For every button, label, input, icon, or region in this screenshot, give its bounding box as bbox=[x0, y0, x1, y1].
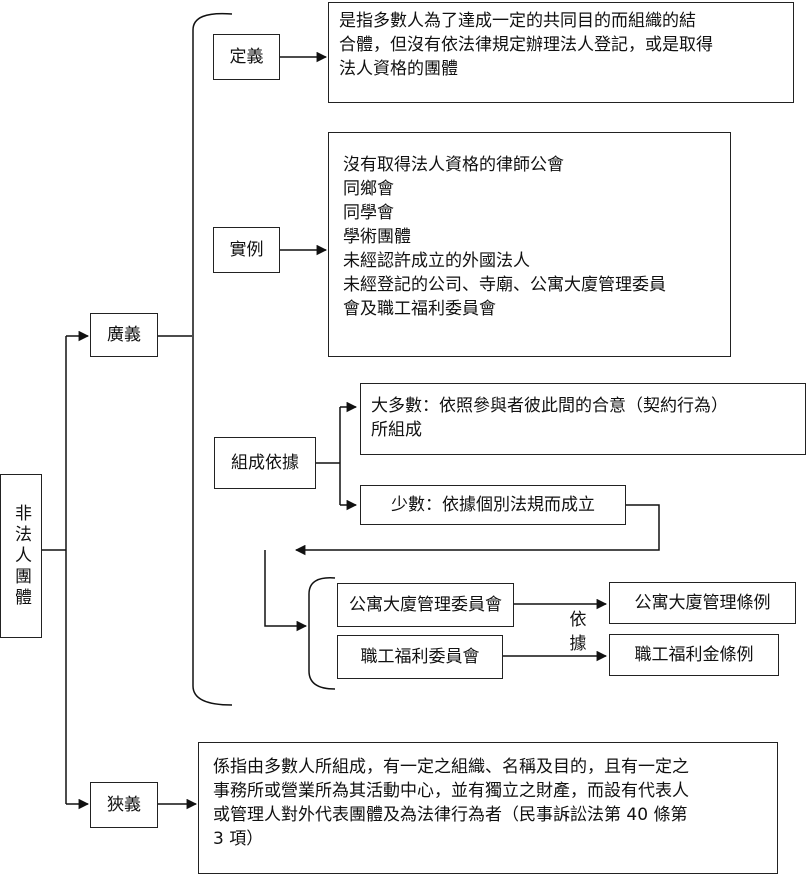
big-bracket bbox=[192, 12, 233, 706]
narrow-node: 狹義 bbox=[90, 782, 158, 828]
root-connector bbox=[42, 336, 67, 804]
definition-text-box: 是指多數人為了達成一定的共同目的而組織的結 合體，但沒有依法律規定辦理法人登記，… bbox=[328, 2, 794, 103]
examples-text-box: 沒有取得法人資格的律師公會 同鄉會 同學會 學術團體 未經認許成立的外國法人 未… bbox=[328, 132, 731, 357]
welfare-committee-label: 職工福利委員會 bbox=[360, 647, 480, 667]
example-line: 未經認許成立的外國法人 bbox=[343, 251, 530, 271]
narrow-label: 狹義 bbox=[107, 795, 141, 815]
apartment-committee-label: 公寓大廈管理委員會 bbox=[349, 595, 502, 615]
examples-label: 實例 bbox=[229, 240, 264, 260]
majority-line: 大多數：依照參與者彼此間的合意（契約行為） bbox=[371, 396, 728, 416]
minority-text: 少數：依據個別法規而成立 bbox=[391, 495, 595, 515]
definition-node: 定義 bbox=[213, 34, 280, 80]
narrow-line: 事務所或營業所為其活動中心，並有獨立之財產，而設有代表人 bbox=[213, 781, 689, 801]
apartment-law-box: 公寓大廈管理條例 bbox=[609, 582, 796, 624]
according-to-label: 依據 bbox=[569, 610, 587, 654]
majority-line: 所組成 bbox=[371, 420, 422, 440]
broad-label: 廣義 bbox=[107, 325, 141, 345]
narrow-line: 或管理人對外代表團體及為法律行為者（民事訴訟法第 40 條第 bbox=[213, 805, 688, 825]
definition-line: 合體，但沒有依法律規定辦理法人登記，或是取得 bbox=[339, 35, 713, 55]
majority-box: 大多數：依照參與者彼此間的合意（契約行為） 所組成 bbox=[360, 383, 806, 455]
minority-box: 少數：依據個別法規而成立 bbox=[360, 485, 626, 525]
narrow-line: 3 項） bbox=[213, 829, 264, 849]
welfare-law-label: 職工福利金條例 bbox=[634, 645, 754, 665]
small-bracket bbox=[308, 577, 336, 690]
basis-branch bbox=[316, 407, 341, 505]
apartment-law-label: 公寓大廈管理條例 bbox=[634, 593, 771, 613]
example-line: 沒有取得法人資格的律師公會 bbox=[343, 155, 564, 175]
example-line: 同鄉會 bbox=[343, 179, 394, 199]
definition-label: 定義 bbox=[229, 47, 264, 67]
broad-node: 廣義 bbox=[90, 313, 158, 357]
examples-node: 實例 bbox=[213, 227, 280, 273]
loop-down bbox=[264, 550, 308, 632]
definition-line: 法人資格的團體 bbox=[339, 59, 458, 79]
narrow-line: 係指由多數人所組成，有一定之組織、名稱及目的，且有一定之 bbox=[213, 757, 689, 777]
example-line: 同學會 bbox=[343, 203, 394, 223]
welfare-committee-box: 職工福利委員會 bbox=[337, 635, 503, 679]
apartment-committee-box: 公寓大廈管理委員會 bbox=[337, 583, 514, 627]
example-line: 未經登記的公司、寺廟、公寓大廈管理委員 bbox=[343, 275, 666, 295]
narrow-text-box: 係指由多數人所組成，有一定之組織、名稱及目的，且有一定之 事務所或營業所為其活動… bbox=[198, 742, 778, 874]
definition-line: 是指多數人為了達成一定的共同目的而組織的結 bbox=[339, 11, 696, 31]
example-line: 會及職工福利委員會 bbox=[343, 299, 496, 319]
example-line: 學術團體 bbox=[343, 227, 411, 247]
basis-node: 組成依據 bbox=[214, 437, 316, 489]
basis-label: 組成依據 bbox=[231, 453, 299, 473]
minority-loop bbox=[294, 504, 660, 556]
root-label: 非法人團體 bbox=[11, 503, 31, 609]
root-node: 非法人團體 bbox=[0, 474, 42, 638]
welfare-law-box: 職工福利金條例 bbox=[609, 634, 779, 676]
